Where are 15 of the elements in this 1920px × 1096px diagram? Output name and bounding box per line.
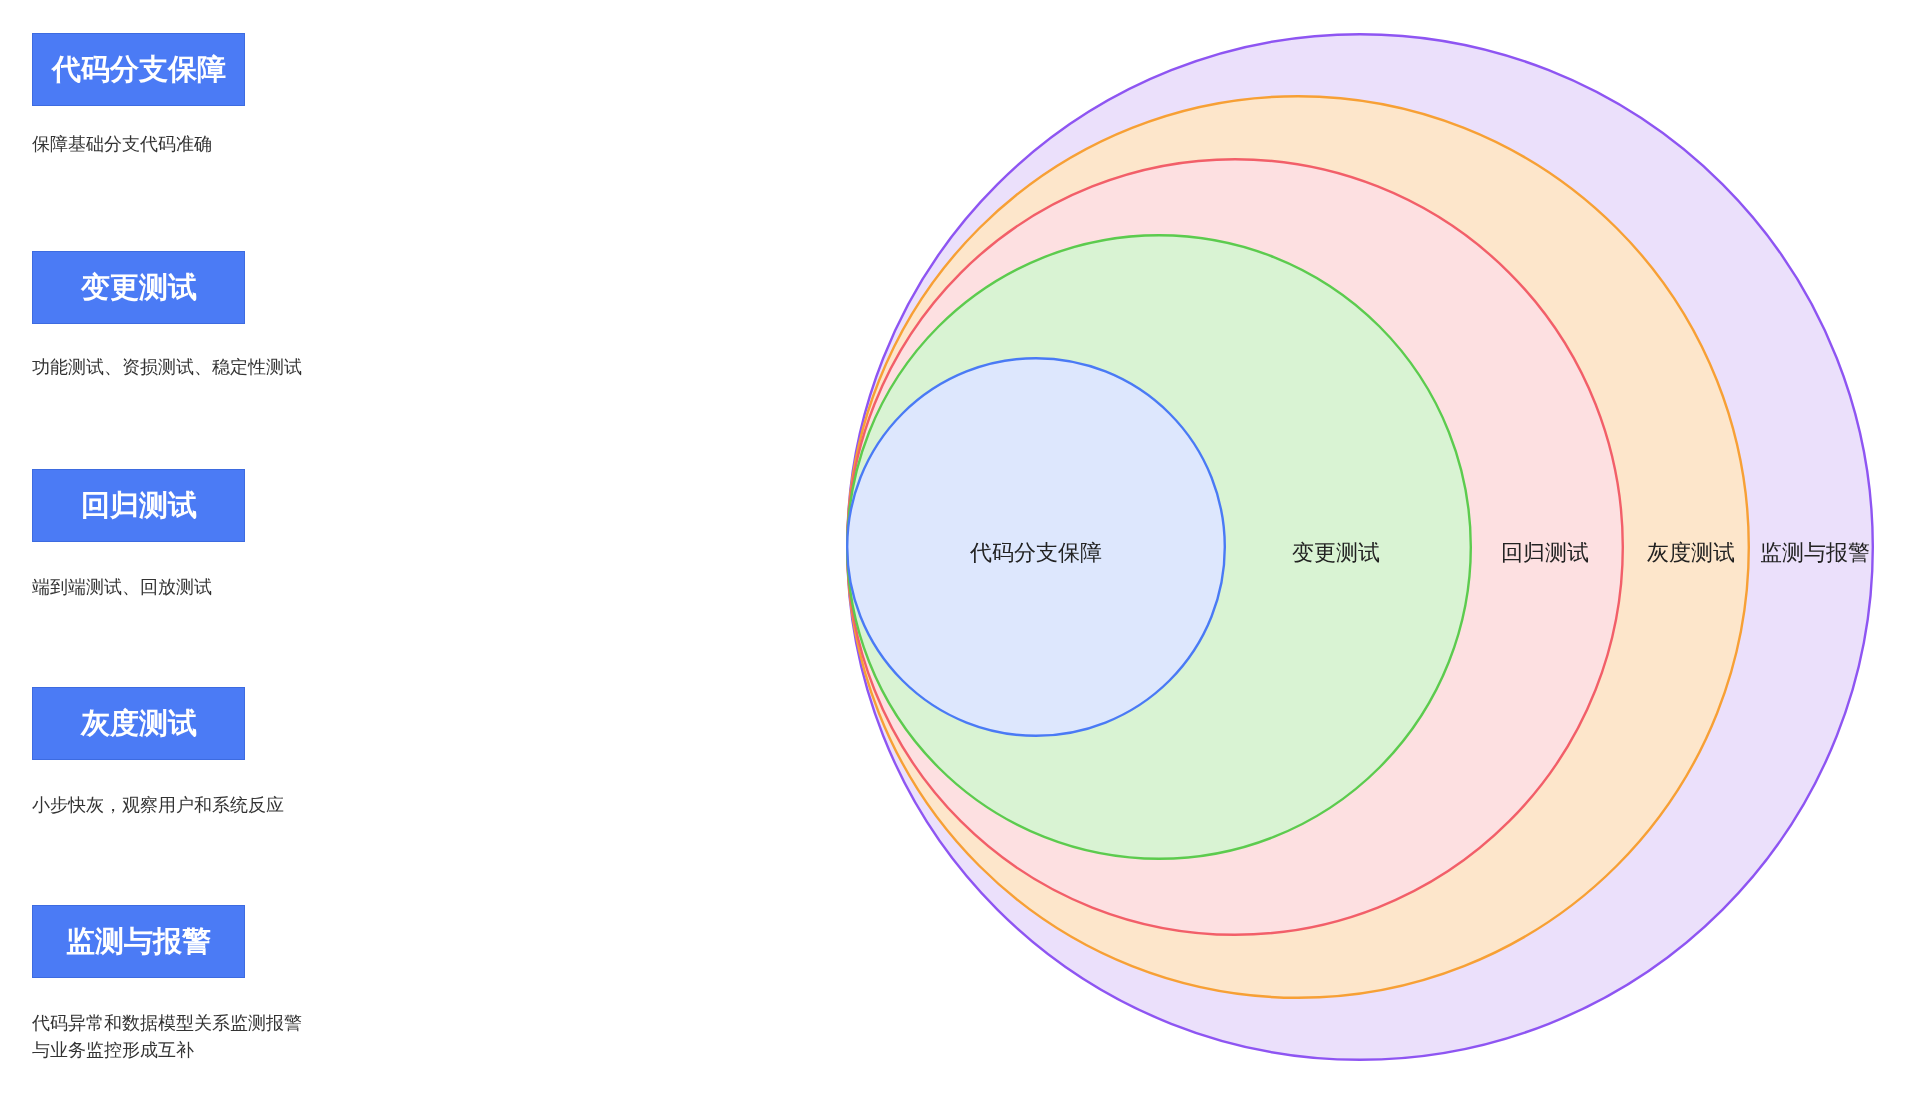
circle-label: 监测与报警 — [1760, 539, 1870, 567]
circle-label: 回归测试 — [1501, 539, 1589, 567]
description-text: 端到端测试、回放测试 — [32, 575, 213, 599]
description-text: 保障基础分支代码准确 — [32, 132, 213, 156]
title-box: 变更测试 — [32, 251, 245, 324]
description-text: 小步快灰，观察用户和系统反应 — [32, 793, 285, 817]
title-box: 灰度测试 — [32, 687, 245, 760]
title-box: 代码分支保障 — [32, 33, 245, 106]
description-text: 功能测试、资损测试、稳定性测试 — [32, 355, 303, 379]
title-box: 监测与报警 — [32, 905, 245, 978]
description-text: 代码异常和数据模型关系监测报警与业务监控形成互补 — [32, 1011, 303, 1062]
circle-label: 灰度测试 — [1647, 539, 1735, 567]
title-box: 回归测试 — [32, 469, 245, 542]
circle-label: 变更测试 — [1292, 539, 1380, 567]
circle-label: 代码分支保障 — [970, 539, 1102, 567]
